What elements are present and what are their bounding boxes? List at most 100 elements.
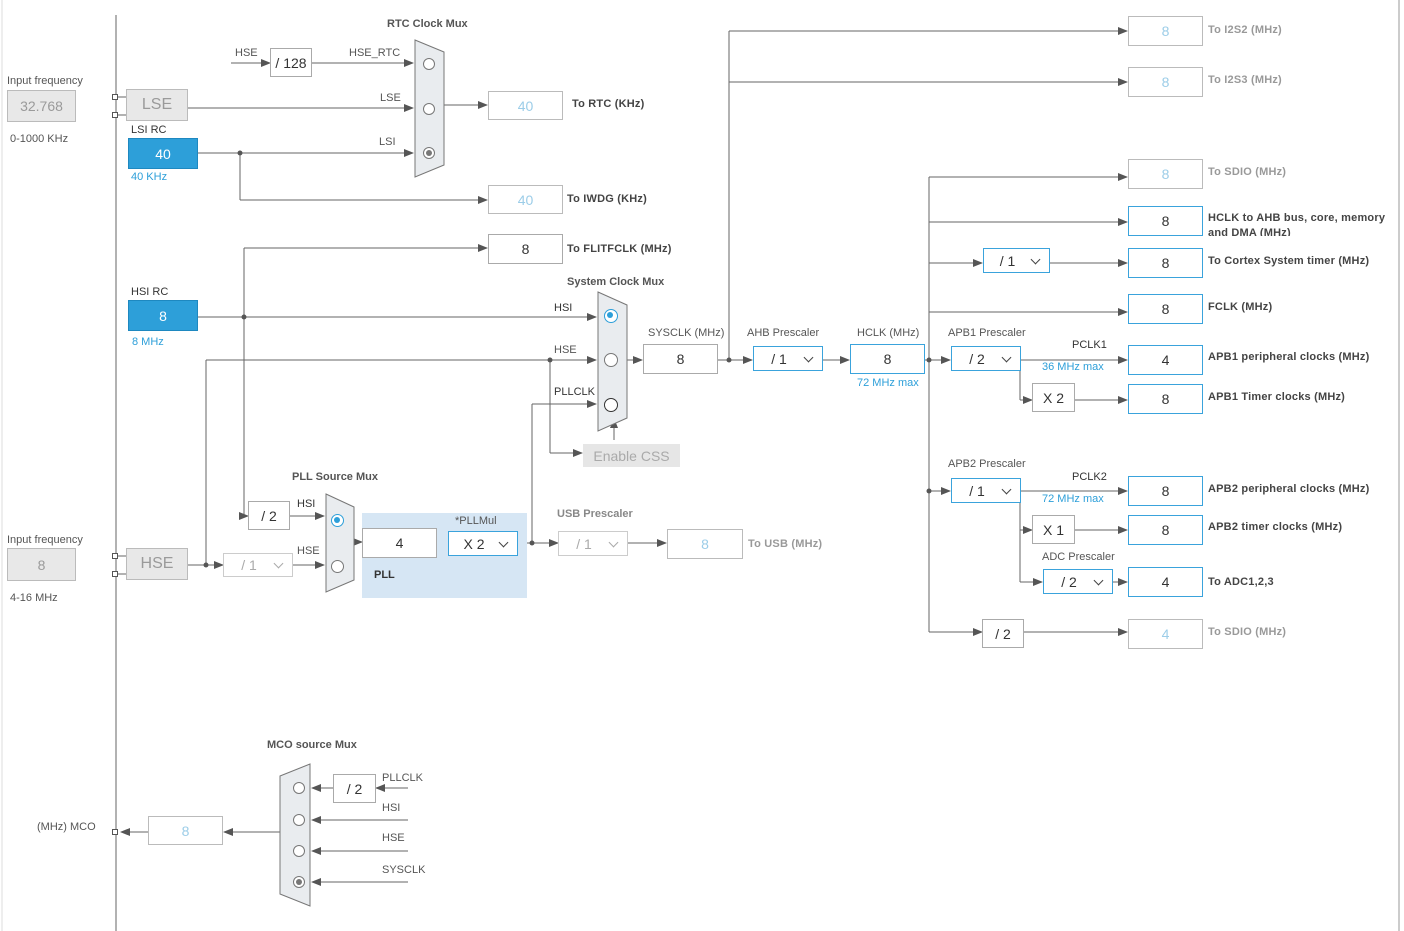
- apb2-prescaler-select[interactable]: / 1: [951, 478, 1021, 503]
- chevron-down-icon: [609, 539, 619, 549]
- usb-prescaler-select[interactable]: / 1: [558, 531, 628, 556]
- usb-prescaler-title: USB Prescaler: [557, 508, 633, 520]
- sysmux-pllclk-radio[interactable]: [604, 398, 618, 412]
- apb1-prescaler-select[interactable]: / 2: [951, 346, 1021, 371]
- pll-hsi-div2-box: / 2: [248, 501, 290, 530]
- mco-sysclk-radio[interactable]: [293, 876, 305, 888]
- pllmul-select[interactable]: X 2: [448, 531, 518, 556]
- pclk2-label: PCLK2: [1072, 471, 1107, 483]
- apb1-prescaler-label: APB1 Prescaler: [948, 327, 1026, 339]
- enable-css-button[interactable]: Enable CSS: [583, 444, 680, 467]
- mco-hse-label: HSE: [382, 832, 405, 844]
- sysclk-value-box: 8: [643, 344, 718, 374]
- apb2-timer-output-box: 8: [1128, 515, 1203, 545]
- usb-prescaler-value: / 1: [576, 535, 592, 552]
- apb2-timer-output-label: APB2 timer clocks (MHz): [1208, 521, 1343, 533]
- usb-output-box: 8: [667, 529, 743, 559]
- mco-hsi-label: HSI: [382, 802, 401, 814]
- hse-source-box: HSE: [126, 548, 188, 580]
- pll-src-hse-radio[interactable]: [331, 560, 344, 573]
- mco-pllclk-radio[interactable]: [293, 782, 305, 794]
- rtc-lse-radio[interactable]: [423, 103, 435, 115]
- mco-hse-radio[interactable]: [293, 845, 305, 857]
- pclk1-max-label: 36 MHz max: [1042, 361, 1104, 373]
- adc-output-box: 4: [1128, 567, 1203, 597]
- mco-sysclk-label: SYSCLK: [382, 864, 426, 876]
- hclk-max-label: 72 MHz max: [857, 377, 919, 389]
- hse-pin-2: [112, 571, 118, 577]
- hclk-label: HCLK (MHz): [857, 327, 920, 339]
- rtc-lsi-radio[interactable]: [423, 147, 435, 159]
- rtc-hse-rtc-label: HSE_RTC: [349, 47, 401, 59]
- flitf-output-box: 8: [488, 234, 563, 264]
- mco-mux-title: MCO source Mux: [267, 739, 357, 751]
- pll-src-hse-label: HSE: [297, 545, 320, 557]
- ahb-output-label: HCLK to AHB bus, core, memory and DMA (M…: [1208, 212, 1386, 236]
- apb1-prescaler-value: / 2: [969, 350, 985, 367]
- lse-range-label: 0-1000 KHz: [10, 133, 69, 145]
- apb2-prescaler-label: APB2 Prescaler: [948, 458, 1026, 470]
- lse-input-frequency-label: Input frequency: [7, 75, 83, 87]
- chevron-down-icon: [804, 354, 814, 364]
- pclk1-label: PCLK1: [1072, 339, 1107, 351]
- hse-prediv-select[interactable]: / 1: [223, 553, 293, 577]
- cortex-divider-select[interactable]: / 1: [983, 248, 1050, 273]
- chevron-down-icon: [1094, 577, 1104, 587]
- apb1-peripheral-output-box: 4: [1128, 345, 1203, 375]
- apb1-timer-mul-box: X 2: [1032, 383, 1075, 412]
- fclk-output-box: 8: [1128, 294, 1203, 324]
- sdio1-output-box: 8: [1128, 159, 1203, 189]
- system-clock-mux-title: System Clock Mux: [567, 276, 665, 288]
- lse-frequency-input[interactable]: 32.768: [7, 90, 76, 122]
- lse-pin-1: [112, 94, 118, 100]
- sdio2-output-label: To SDIO (MHz): [1208, 626, 1287, 638]
- sysmux-hse-label: HSE: [554, 344, 577, 356]
- mco-output-label: (MHz) MCO: [37, 821, 96, 833]
- pll-source-mux-title: PLL Source Mux: [292, 471, 378, 483]
- chevron-down-icon: [1031, 256, 1041, 266]
- adc-prescaler-select[interactable]: / 2: [1043, 569, 1113, 594]
- pllmul-value: X 2: [463, 535, 485, 552]
- pll-input-box: 4: [362, 528, 437, 558]
- pclk2-max-label: 72 MHz max: [1042, 493, 1104, 505]
- rtc-hse-label: HSE: [235, 47, 258, 59]
- i2s2-output-label: To I2S2 (MHz): [1208, 24, 1282, 36]
- cortex-output-label: To Cortex System timer (MHz): [1208, 255, 1370, 267]
- chevron-down-icon: [1002, 354, 1012, 364]
- ahb-prescaler-label: AHB Prescaler: [747, 327, 820, 339]
- sdio1-output-label: To SDIO (MHz): [1208, 166, 1287, 178]
- rtc-output-box: 40: [488, 91, 563, 120]
- iwdg-output-label: To IWDG (KHz): [567, 193, 647, 205]
- mco-pin: [112, 829, 118, 835]
- cortex-divider-value: / 1: [999, 252, 1016, 269]
- flitf-output-label: To FLITFCLK (MHz): [567, 243, 672, 255]
- i2s3-output-label: To I2S3 (MHz): [1208, 74, 1282, 86]
- sysmux-hsi-radio[interactable]: [604, 309, 618, 323]
- mco-hsi-radio[interactable]: [293, 814, 305, 826]
- chevron-down-icon: [1002, 486, 1012, 496]
- ahb-prescaler-value: / 1: [771, 350, 787, 367]
- iwdg-output-box: 40: [488, 185, 563, 214]
- hse-input-frequency-label: Input frequency: [7, 534, 83, 546]
- hse-frequency-input[interactable]: 8: [7, 548, 76, 581]
- rtc-hse-radio[interactable]: [423, 58, 435, 70]
- rtc-output-label: To RTC (KHz): [572, 98, 645, 110]
- lsi-unit: 40 KHz: [131, 171, 168, 183]
- i2s3-output-box: 8: [1128, 67, 1203, 97]
- chevron-down-icon: [274, 560, 284, 570]
- ahb-prescaler-select[interactable]: / 1: [753, 346, 823, 371]
- hclk-value-input[interactable]: 8: [850, 344, 925, 374]
- sdio2-output-box: 4: [1128, 619, 1203, 649]
- sysmux-hse-radio[interactable]: [604, 353, 618, 367]
- hsi-title: HSI RC: [131, 286, 169, 298]
- pll-src-hsi-label: HSI: [297, 498, 316, 510]
- sdio-div2-box: / 2: [982, 619, 1024, 648]
- lse-source-box: LSE: [126, 89, 188, 121]
- pll-label: PLL: [374, 569, 395, 581]
- pll-src-hsi-radio[interactable]: [331, 514, 344, 527]
- apb1-timer-output-box: 8: [1128, 384, 1203, 414]
- hse-pin-1: [112, 553, 118, 559]
- apb2-prescaler-value: / 1: [969, 482, 985, 499]
- rtc-mux-title: RTC Clock Mux: [387, 18, 468, 30]
